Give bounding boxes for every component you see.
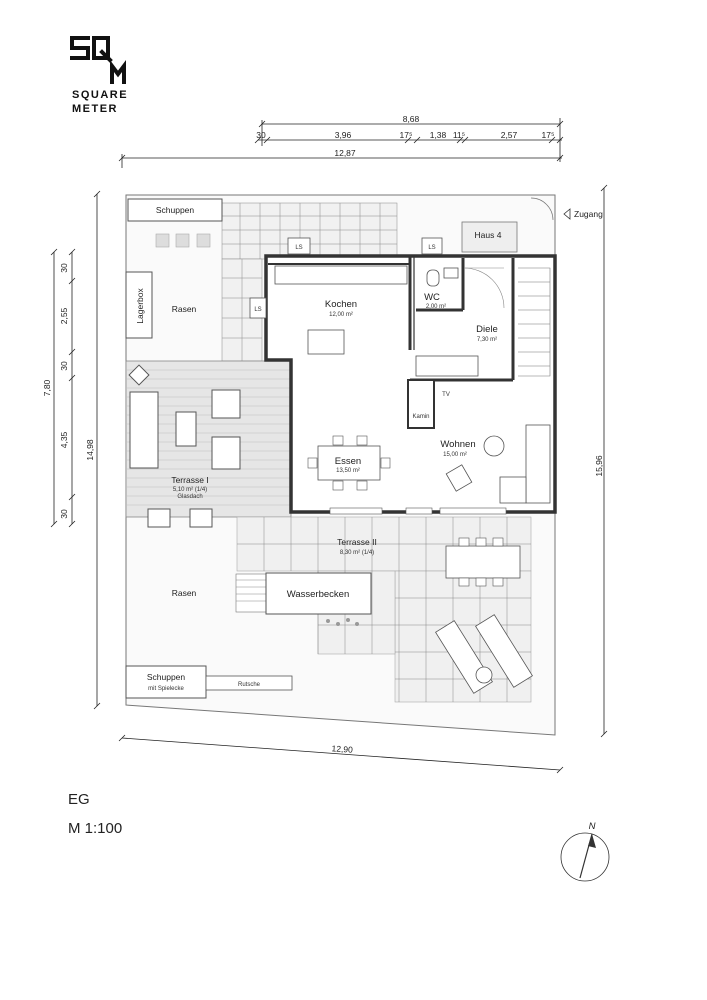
dim-top-seg-5: 11⁵ bbox=[453, 130, 465, 140]
dim-top-seg-6: 2,57 bbox=[501, 130, 518, 140]
ls-label-3: LS bbox=[254, 307, 261, 313]
house bbox=[264, 254, 557, 515]
stepping-stones bbox=[155, 233, 211, 248]
dim-right-total: 15,96 bbox=[594, 455, 604, 477]
dim-left-seg-3: 30 bbox=[59, 361, 69, 371]
zugang-arrow-icon bbox=[563, 208, 571, 220]
haus4-label: Haus 4 bbox=[475, 230, 502, 240]
wohnen-area: 15,00 m² bbox=[443, 452, 467, 458]
schuppen-top bbox=[127, 198, 223, 222]
lagerbox bbox=[125, 271, 153, 339]
wc-label: WC bbox=[424, 292, 440, 303]
wasserbecken-label: Wasserbecken bbox=[287, 589, 349, 600]
schuppen-bottom bbox=[125, 665, 207, 699]
schuppen-bottom-note: mit Spielecke bbox=[148, 686, 184, 692]
dim-top-seg-2: 3,96 bbox=[335, 130, 352, 140]
schuppen-bottom-label: Schuppen bbox=[147, 672, 186, 682]
terrasse-1-area: 5,10 m² (1/4) bbox=[173, 487, 207, 493]
diele-label: Diele bbox=[476, 324, 498, 335]
north-arrow-icon bbox=[560, 832, 610, 882]
kochen-label: Kochen bbox=[325, 299, 357, 310]
essen-label: Essen bbox=[335, 456, 361, 467]
kochen-area: 12,00 m² bbox=[329, 312, 353, 318]
brand-name-line2: METER bbox=[72, 103, 118, 115]
dim-top-seg-1: 30 bbox=[256, 130, 266, 140]
bottom-dimension bbox=[118, 734, 564, 774]
lagerbox-label: Lagerbox bbox=[135, 288, 145, 324]
terrasse-2-area: 8,30 m² (1/4) bbox=[340, 550, 374, 556]
dim-bottom-total: 12,90 bbox=[331, 743, 353, 755]
rutsche-label: Rutsche bbox=[238, 682, 261, 688]
dim-top-seg-3: 17⁵ bbox=[400, 130, 413, 140]
ls-label-2: LS bbox=[428, 245, 435, 251]
rasen-top-label: Rasen bbox=[172, 304, 197, 314]
dim-top-total: 8,68 bbox=[403, 114, 420, 124]
wasserbecken bbox=[235, 572, 372, 626]
scale-label: M 1:100 bbox=[68, 820, 122, 837]
brand-name-line1: SQUARE bbox=[72, 89, 128, 101]
dim-left-seg-1: 30 bbox=[59, 263, 69, 273]
wc-area: 2,00 m² bbox=[426, 304, 446, 310]
terrasse-1-decking bbox=[125, 360, 292, 528]
zugang-label: Zugang bbox=[574, 209, 603, 219]
wohnen-label: Wohnen bbox=[440, 439, 475, 450]
schuppen-top-label: Schuppen bbox=[156, 205, 195, 215]
dim-left-seg-2: 2,55 bbox=[59, 307, 69, 324]
ls-label-1: LS bbox=[295, 245, 302, 251]
dim-top-seg-4: 1,38 bbox=[430, 130, 447, 140]
left-dimension-chains bbox=[50, 190, 101, 710]
dim-left-seg-5: 30 bbox=[59, 509, 69, 519]
sqm-logo-icon bbox=[70, 36, 126, 84]
terrasse-2-label: Terrasse II bbox=[337, 537, 377, 547]
dim-width-total: 12,87 bbox=[334, 148, 356, 158]
right-dimension bbox=[600, 184, 608, 738]
tv-label: TV bbox=[442, 392, 450, 398]
kamin-label: Kamin bbox=[412, 414, 429, 420]
floor-label: EG bbox=[68, 791, 90, 808]
terrasse-1-note: Glasdach bbox=[177, 494, 202, 500]
rutsche bbox=[205, 675, 293, 691]
haus4-entry bbox=[461, 221, 518, 253]
dim-left-total: 14,98 bbox=[85, 439, 95, 461]
top-dimension-chains bbox=[118, 118, 564, 168]
terrasse-1-label: Terrasse I bbox=[171, 475, 208, 485]
essen-area: 13,50 m² bbox=[336, 468, 360, 474]
diele-area: 7,30 m² bbox=[477, 337, 497, 343]
north-label: N bbox=[589, 821, 596, 832]
rasen-bottom-label: Rasen bbox=[172, 588, 197, 598]
dim-top-seg-7: 17⁵ bbox=[542, 130, 555, 140]
dim-left-seg-4: 4,35 bbox=[59, 431, 69, 448]
paving-top bbox=[221, 202, 398, 362]
dim-left-inner-total: 7,80 bbox=[42, 379, 52, 396]
